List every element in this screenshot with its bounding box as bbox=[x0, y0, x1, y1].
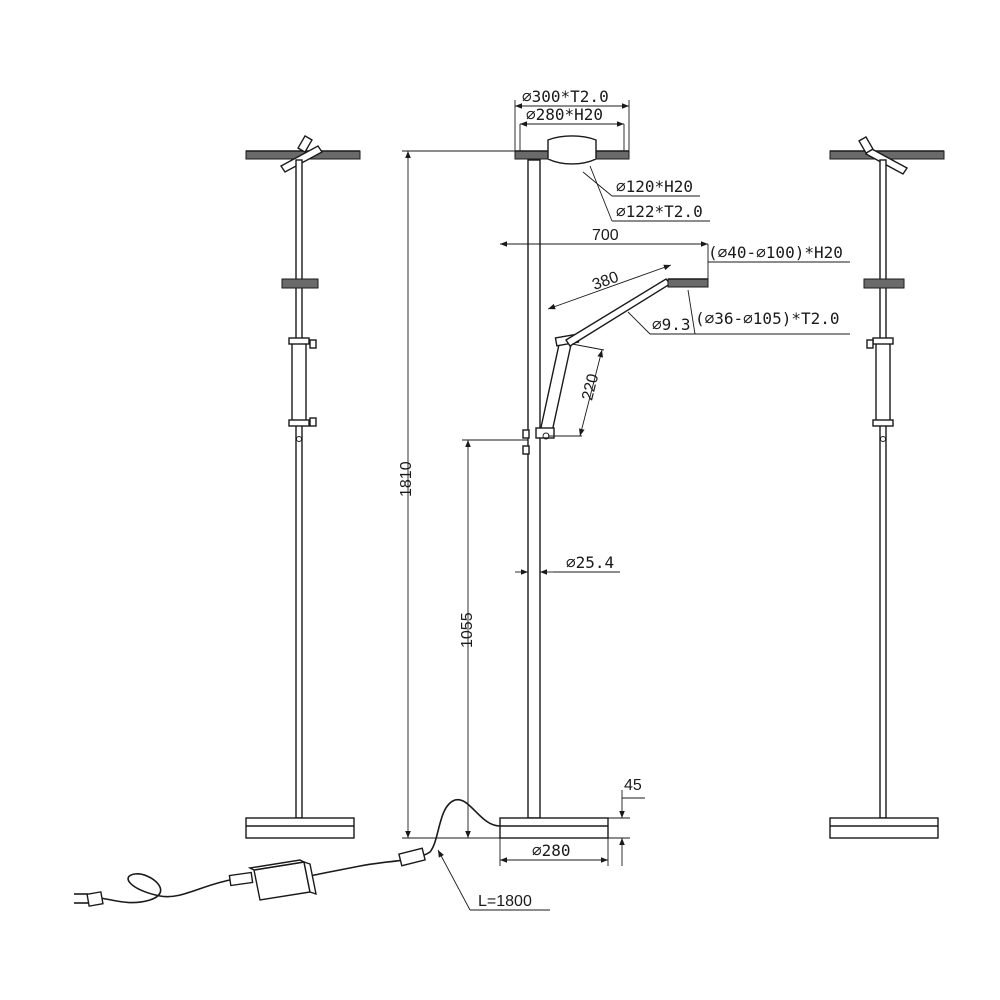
power-adapter bbox=[228, 859, 317, 901]
lower-arm bbox=[535, 333, 580, 440]
upper-arm-length-label: 380 bbox=[590, 269, 621, 294]
tilted-light-module bbox=[279, 145, 324, 173]
cable-length-label: L=1800 bbox=[478, 893, 532, 910]
front-view bbox=[499, 135, 709, 839]
lower-arm-length-label: 220 bbox=[579, 372, 602, 402]
reading-head-thickness-label: (⌀36-⌀105)*T2.0 bbox=[695, 309, 840, 328]
total-height-label: 1810 bbox=[398, 461, 415, 497]
power-cable bbox=[74, 799, 501, 907]
dimension-labels: ⌀300*T2.0 ⌀280*H20 ⌀120*H20 ⌀122*T2.0 70… bbox=[398, 87, 843, 910]
base-height-label: 45 bbox=[624, 777, 642, 794]
pole bbox=[295, 159, 303, 819]
arm-bracket bbox=[281, 278, 319, 289]
left-side-view bbox=[245, 134, 361, 839]
upper-arm bbox=[565, 278, 672, 347]
pole bbox=[879, 159, 887, 819]
arm-bracket bbox=[863, 278, 905, 289]
reading-head bbox=[667, 278, 709, 288]
cable-connector bbox=[398, 847, 426, 867]
arm-tube-diameter-label: ⌀9.3 bbox=[652, 315, 691, 334]
pole bbox=[527, 159, 541, 819]
light-module-height-label: ⌀120*H20 bbox=[616, 177, 693, 196]
dimension-lines bbox=[402, 100, 850, 911]
light-module bbox=[547, 158, 597, 165]
folded-arm bbox=[291, 340, 307, 426]
power-plug bbox=[74, 891, 104, 907]
base bbox=[245, 817, 355, 839]
base-diameter-label: ⌀280 bbox=[532, 841, 571, 860]
light-module-thickness-label: ⌀122*T2.0 bbox=[616, 202, 703, 221]
base bbox=[829, 817, 939, 839]
folded-arm bbox=[875, 340, 891, 426]
pole-diameter-label: ⌀25.4 bbox=[566, 553, 614, 572]
right-side-view bbox=[829, 135, 945, 839]
top-disc-inner-label: ⌀280*H20 bbox=[526, 105, 603, 124]
arm-mount-height-label: 1055 bbox=[459, 612, 476, 648]
reading-head-height-label: (⌀40-⌀100)*H20 bbox=[708, 243, 843, 262]
base bbox=[499, 817, 609, 839]
arm-reach-label: 700 bbox=[592, 227, 619, 244]
top-disc-outer-label: ⌀300*T2.0 bbox=[522, 87, 609, 106]
